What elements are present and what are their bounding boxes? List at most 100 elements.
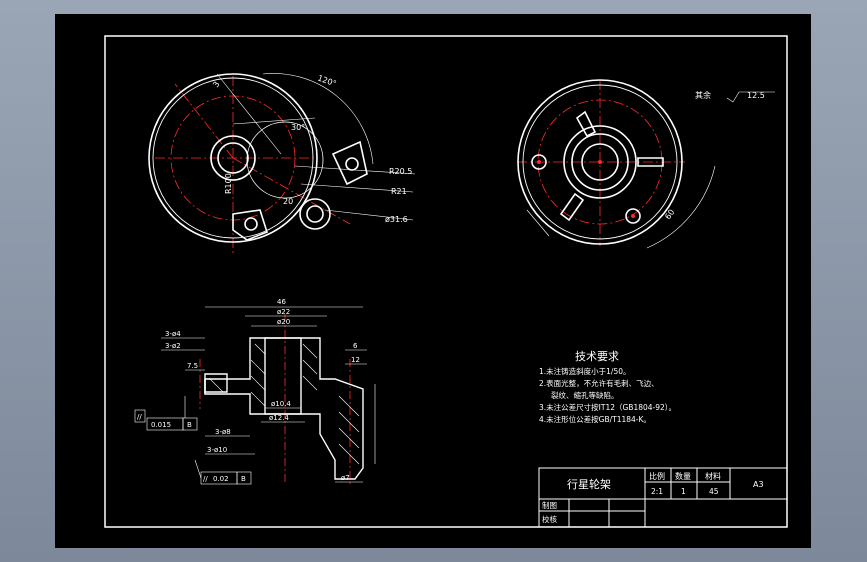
- hatch-11: [338, 443, 360, 465]
- tb-col-scale: 比例: [649, 471, 665, 481]
- title-block-frame: [538, 467, 788, 528]
- dim-leader-sw: [526, 209, 550, 237]
- hatch-3: [250, 375, 266, 391]
- lug-right-top: [331, 140, 368, 186]
- bore-section: [264, 337, 302, 415]
- hole-section-left: [204, 373, 228, 393]
- tb-qty: 1: [681, 487, 686, 496]
- rib-bottom-right: [559, 192, 585, 222]
- outer-circle-top: [148, 73, 318, 243]
- tb-scale: 2:1: [651, 487, 663, 496]
- hub-circle-top: [210, 135, 256, 181]
- tb-col-qty: 数量: [675, 471, 691, 481]
- outer-circle-right: [517, 79, 683, 245]
- lug-left-top: [232, 209, 268, 241]
- roughness-symbol: [726, 91, 740, 103]
- hole-west-right: [531, 154, 547, 170]
- dim-text-12: 12: [351, 356, 360, 364]
- section-outline: [204, 337, 364, 480]
- dim-leader-3: [216, 73, 282, 155]
- bore-circle-top: [217, 142, 249, 174]
- bore-circle-right: [581, 143, 619, 181]
- dim-leader-d31-6: [324, 209, 414, 221]
- outer-circle-inner-right: [522, 84, 678, 240]
- dim-text-60: 60: [663, 208, 676, 222]
- hatch-12: [208, 377, 224, 393]
- tol1-datum-box: [134, 409, 146, 423]
- tol1-ref: B: [187, 421, 192, 429]
- dim-text-d12-4: ø12.4: [269, 414, 289, 422]
- roughness-value: 12.5: [747, 91, 765, 100]
- tech-requirements: 技术要求 1.未注铸造斜度小于1/50。 2.表面光整，不允许有毛刺、飞边、 裂…: [539, 350, 676, 424]
- dim-text-r21: R21: [391, 187, 407, 196]
- dim-text-3d2: 3-ø2: [165, 342, 181, 350]
- hatch-7: [302, 375, 318, 391]
- center-line-radial2-top: [174, 83, 234, 159]
- pin-hole-top: [306, 205, 324, 223]
- hatch-10: [338, 427, 360, 449]
- outer-circle-inner-top: [152, 77, 314, 239]
- dim-text-3d8: 3-ø8: [215, 428, 231, 436]
- tech-req-line-2: 2.表面光整，不允许有毛刺、飞边、: [539, 378, 659, 388]
- tol2-value: 0.02: [213, 475, 229, 483]
- dim-text-d31-6: ø31.6: [385, 215, 408, 224]
- drawing-canvas: 3 120° 30° R20.5 R21 ø31.6 R100 20: [104, 35, 788, 528]
- dim-text-d10-4: ø10.4: [271, 400, 291, 408]
- dim-text-d20: ø20: [277, 318, 290, 326]
- hatch-8: [338, 395, 360, 417]
- tb-material: 45: [709, 487, 719, 496]
- tech-req-line-1: 1.未注铸造斜度小于1/50。: [539, 366, 631, 376]
- dim-text-3d10: 3-ø10: [207, 446, 227, 454]
- hole-center-south: [631, 214, 635, 218]
- dim-text-d7: ø7: [341, 474, 350, 482]
- tol2-leader: [194, 459, 202, 479]
- tech-req-line-5: 4.未注形位公差按GB/T1184-K。: [539, 414, 651, 424]
- hatch-1: [254, 343, 266, 355]
- hatch-5: [302, 343, 318, 359]
- roughness-note: 其余: [695, 90, 711, 100]
- dim-leader-30: [232, 117, 316, 125]
- section-view: 46 ø22 ø20 3-ø4 3-ø2 7.5 ø10.4 ø12.4 3-ø…: [134, 298, 376, 485]
- tol2-ref: B: [241, 475, 246, 483]
- tech-req-line-3: 裂纹、缩孔等缺陷。: [551, 390, 619, 400]
- dim-text-120: 120°: [316, 73, 337, 88]
- drawing-sheet[interactable]: 3 120° 30° R20.5 R21 ø31.6 R100 20: [55, 14, 811, 548]
- dim-text-r100: R100: [224, 173, 233, 194]
- dim-text-r20-5: R20.5: [389, 167, 412, 176]
- dim-text-d22: ø22: [277, 308, 290, 316]
- tb-part-name: 行星轮架: [567, 477, 611, 491]
- hatch-2: [250, 359, 266, 375]
- relief-arc-top: [246, 121, 324, 199]
- tb-col-material: 材料: [705, 471, 721, 481]
- hole-south-right: [625, 208, 641, 224]
- dim-text-7-5: 7.5: [187, 362, 198, 370]
- dim-text-20: 20: [283, 197, 293, 206]
- hatch-9: [338, 411, 360, 433]
- center-mark-right: [598, 160, 602, 164]
- title-block: 行星轮架 比例 数量 材料 2:1 1 45 A3 制图 校核: [538, 467, 788, 528]
- hatch-6: [302, 359, 318, 375]
- rib-top-right: [575, 110, 597, 138]
- dim-text-3d4: 3-ø4: [165, 330, 181, 338]
- right-view: 其余 12.5 60: [517, 79, 775, 249]
- lug-hole-left-top: [244, 217, 258, 231]
- dim-arc-120: [262, 73, 374, 165]
- tb-checked: 校核: [542, 514, 557, 524]
- boss-circle-right: [563, 125, 637, 199]
- hub-circle-right: [571, 133, 629, 191]
- dim-arc-60: [646, 165, 716, 249]
- dim-text-46: 46: [277, 298, 286, 306]
- tol1-ref-box: [182, 417, 198, 431]
- hole-center-west: [537, 160, 541, 164]
- dim-leader-r20-5: [294, 165, 416, 175]
- dim-text-30: 30°: [291, 123, 305, 132]
- rib-east-right: [637, 157, 664, 167]
- dim-leader-r21: [300, 183, 414, 193]
- tol2-ref-box: [236, 471, 252, 485]
- tol1-value: 0.015: [151, 421, 171, 429]
- center-line-radial-top: [232, 157, 351, 225]
- pin-boss-top: [299, 198, 331, 230]
- dim-text-3: 3: [211, 80, 221, 89]
- tol1-symbol: //: [137, 413, 142, 421]
